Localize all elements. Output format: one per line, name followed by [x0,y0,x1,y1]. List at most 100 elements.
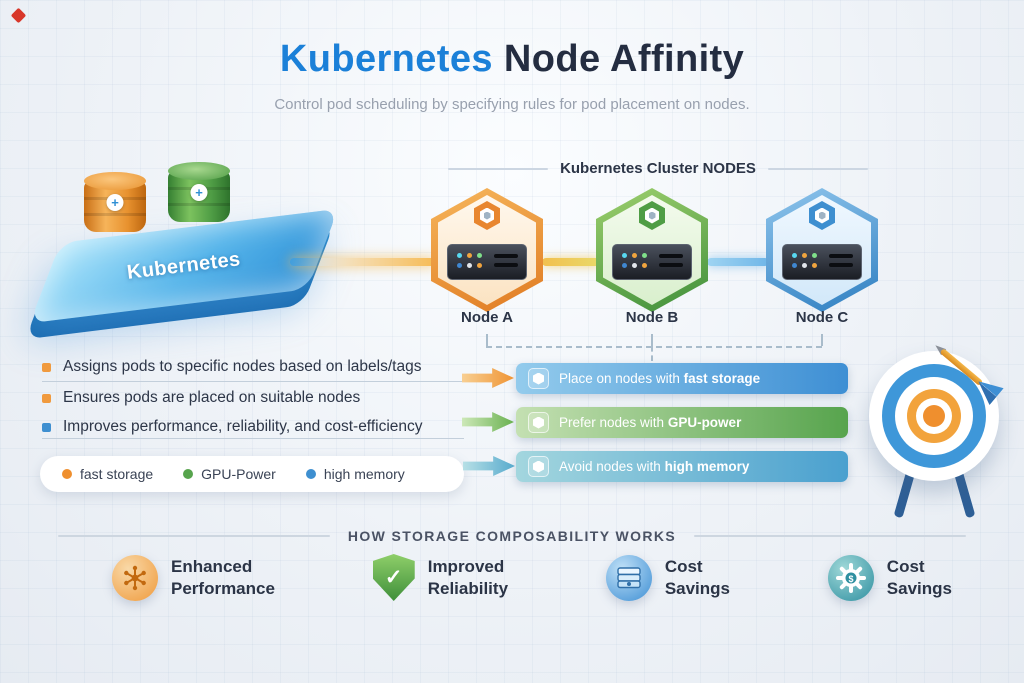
feature-label-line2: Performance [171,578,275,598]
legend-label: GPU-Power [201,466,276,482]
feature-label-line1: Improved [427,556,505,576]
page-title-accent: Kubernetes [279,38,493,80]
node-b-hexagon: Node B [596,188,708,326]
feature-label-line2: Reliability [427,578,509,598]
server-icon [612,244,692,280]
node-b-label: Node B [625,309,679,326]
check-glyph: ✓ [384,566,403,589]
cylinder-top [84,172,146,190]
legend-dot [183,469,194,479]
connector-line [42,438,464,439]
rule-highlight: fast storage [683,371,761,386]
hexagon-icon [528,412,549,433]
connector-line [42,381,462,382]
feature-label-line1: Enhanced [171,556,253,576]
hexagon-icon [528,456,549,477]
dashed-connector [486,334,488,346]
node-a-label: Node A [461,309,513,326]
feature-label: Enhanced Performance [171,556,275,600]
rule-banner-gpu-power: Prefer nodes with GPU-power [516,407,848,438]
feature-label-line1: Cost [664,556,703,576]
feature-row: Enhanced Performance ✓ Improved Reliabil… [112,554,952,601]
hexagon-icon [528,368,549,389]
legend-item: fast storage [62,466,153,482]
stand-leg [953,469,976,519]
shield-check-icon: ✓ [372,554,415,601]
flow-line-node-b-to-c [707,258,769,266]
feature-cost-savings-2: $ Cost Savings [827,554,952,601]
brand-diamond-icon [10,7,27,24]
legend-item: high memory [305,466,405,482]
node-badge-icon [474,201,500,230]
flow-line-platform-to-node-a [290,258,436,266]
kubernetes-platform: Kubernetes + + [18,158,358,348]
bullet-dot [42,394,51,403]
cylinder-top [168,162,230,180]
bullet-text: Improves performance, reliability, and c… [63,418,423,435]
dashed-connector [651,346,653,361]
divider-line [694,535,966,537]
rule-text: Place on nodes with fast storage [559,371,760,386]
rule-banner-fast-storage: Place on nodes with fast storage [516,363,848,394]
dashed-connector [821,334,823,346]
platform-label: Kubernetes [126,247,242,284]
dollar-glyph: $ [848,574,853,584]
rule-text: Prefer nodes with GPU-power [559,415,741,430]
server-icon [447,244,527,280]
feature-label-line1: Cost [886,556,925,576]
rule-prefix: Prefer nodes with [559,415,668,430]
plus-icon: + [106,194,124,211]
bullet-item: Improves performance, reliability, and c… [42,418,472,436]
node-a-hexagon: Node A [431,188,543,326]
bottom-section-header: HOW STORAGE COMPOSABILITY WORKS [58,528,966,544]
divider-line [448,167,549,170]
feature-label: Cost Savings [887,556,952,600]
money-stack-icon [605,554,652,601]
feature-label: Cost Savings [665,556,730,600]
node-c-hexagon: Node C [766,188,878,326]
performance-network-icon [112,554,158,601]
rule-highlight: GPU-power [667,415,742,430]
legend-label: high memory [323,466,405,482]
database-cylinder-green: + [168,162,230,224]
bullet-text: Ensures pods are placed on suitable node… [63,389,361,406]
arrow-right-icon [463,456,515,476]
dashed-connector [486,346,822,348]
feature-cost-savings-1: Cost Savings [605,554,730,601]
server-icon [782,244,862,280]
feature-improved-reliability: ✓ Improved Reliability [372,554,508,601]
legend-pill: fast storage GPU-Power high memory [40,456,464,492]
dashed-connector [651,334,653,346]
divider-line [767,167,869,170]
bullet-text: Assigns pods to specific nodes based on … [63,358,422,375]
legend-dot [62,469,72,479]
rule-highlight: high memory [664,459,750,474]
node-c-label: Node C [795,309,849,326]
target-bullseye [923,405,945,427]
target-dartboard [856,350,1012,519]
page-subtitle: Control pod scheduling by specifying rul… [274,96,750,113]
legend-label: fast storage [80,466,154,482]
feature-label-line2: Savings [664,578,731,598]
divider-line [58,535,330,537]
database-cylinder-orange: + [84,172,146,234]
cluster-header-label: Kubernetes Cluster NODES [560,160,756,177]
legend-item: GPU-Power [183,466,276,482]
rule-prefix: Place on nodes with [559,371,684,386]
page-title: Kubernetes Node Affinity [0,38,1024,81]
feature-enhanced-performance: Enhanced Performance [112,554,275,601]
feature-label-line2: Savings [886,578,952,598]
feature-label: Improved Reliability [428,556,508,600]
rule-prefix: Avoid nodes with [559,459,665,474]
flow-line-node-a-to-b [542,258,600,266]
bullet-item: Ensures pods are placed on suitable node… [42,389,472,407]
legend-dot [305,469,316,479]
cluster-header: Kubernetes Cluster NODES [448,160,869,177]
bullet-item: Assigns pods to specific nodes based on … [42,358,472,376]
bullet-dot [42,423,51,432]
bullet-dot [42,363,51,372]
rule-banner-high-memory: Avoid nodes with high memory [516,451,848,482]
gear-dollar-icon: $ [827,554,874,601]
page-title-rest: Node Affinity [492,38,745,80]
